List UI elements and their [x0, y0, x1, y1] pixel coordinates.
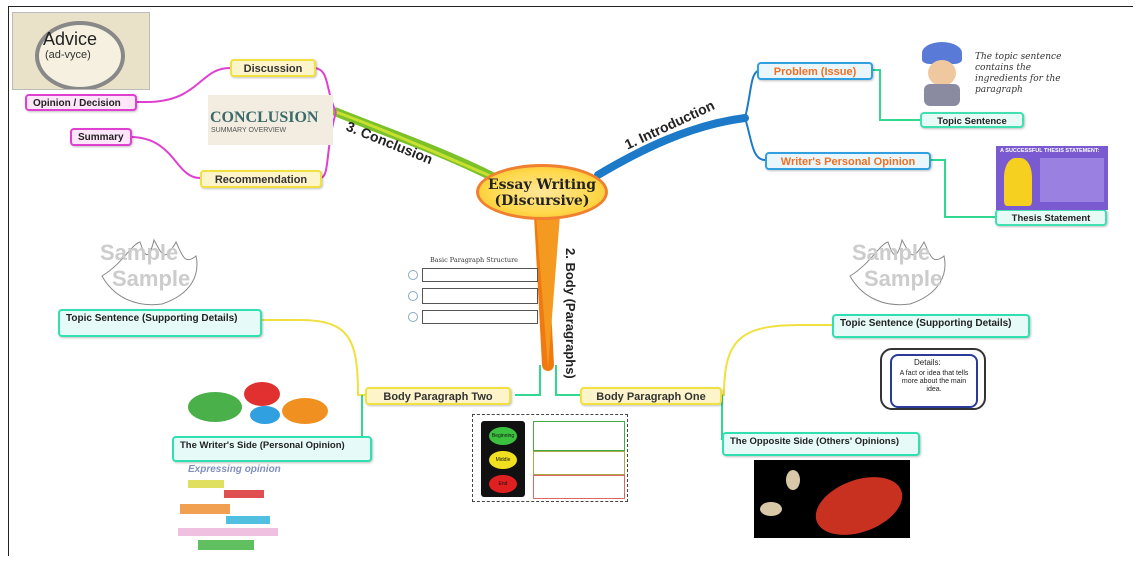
- expressing-opinion-image: Expressing opinion: [178, 464, 286, 556]
- central-topic-line1: Essay Writing: [487, 177, 597, 193]
- node-topic-sentence-right[interactable]: Topic Sentence (Supporting Details): [832, 314, 1030, 338]
- central-topic-line2: (Discursive): [494, 193, 590, 209]
- watermark-left-1: Sample: [100, 240, 179, 265]
- paragraph-structure-image: Basic Paragraph Structure: [404, 254, 538, 326]
- paragraph-structure-title: Basic Paragraph Structure: [430, 256, 519, 264]
- conclusion-branch-accent: [335, 110, 496, 180]
- node-discussion[interactable]: Discussion: [230, 59, 316, 77]
- node-opposite-side[interactable]: The Opposite Side (Others' Opinions): [722, 432, 920, 456]
- conclusion-image-title: CONCLUSION: [210, 109, 319, 126]
- node-topic-sentence[interactable]: Topic Sentence: [920, 112, 1024, 128]
- thesis-card-image: A SUCCESSFUL THESIS STATEMENT:: [996, 146, 1108, 210]
- node-writers-side[interactable]: The Writer's Side (Personal Opinion): [172, 436, 372, 462]
- node-opinion-decision[interactable]: Opinion / Decision: [25, 94, 137, 111]
- cartoon-image: [914, 40, 974, 110]
- node-recommendation[interactable]: Recommendation: [200, 170, 322, 188]
- conclusion-image: CONCLUSION SUMMARY OVERVIEW: [208, 95, 333, 145]
- node-body-paragraph-two[interactable]: Body Paragraph Two: [365, 387, 511, 405]
- node-problem-issue[interactable]: Problem (Issue): [757, 62, 873, 80]
- node-body-paragraph-one[interactable]: Body Paragraph One: [580, 387, 722, 405]
- conclusion-image-subtitle: SUMMARY OVERVIEW: [211, 127, 287, 134]
- hand-diagram-left: Sample Sample: [92, 234, 222, 310]
- node-writers-personal-opinion[interactable]: Writer's Personal Opinion: [765, 152, 931, 170]
- introduction-branch: [594, 114, 749, 179]
- node-thesis-statement[interactable]: Thesis Statement: [995, 209, 1107, 226]
- node-summary[interactable]: Summary: [70, 128, 132, 146]
- details-text: A fact or idea that tells more about the…: [899, 370, 969, 393]
- advice-phonetic: (ad-vyce): [45, 49, 91, 61]
- advice-word: Advice: [43, 29, 98, 49]
- hand-diagram-right: Sample Sample: [840, 234, 970, 310]
- traffic-light-image: Beginning Middle End: [472, 414, 628, 502]
- watermark-right-1: Sample: [852, 240, 931, 265]
- advice-image: Advice (ad-vyce): [12, 12, 150, 90]
- ears-image: [754, 460, 910, 538]
- traffic-green: Beginning: [489, 427, 517, 445]
- details-title: Details:: [914, 358, 941, 367]
- traffic-yellow: Middle: [489, 451, 517, 469]
- canvas-frame: [8, 6, 1133, 556]
- branch-label-body[interactable]: 2. Body (Paragraphs): [563, 248, 578, 379]
- cartoon-caption: The topic sentence contains the ingredie…: [975, 52, 1062, 95]
- watermark-right-2: Sample: [864, 266, 943, 291]
- opinion-bubbles-image: [188, 378, 338, 434]
- expressing-opinion-title: Expressing opinion: [188, 464, 281, 475]
- watermark-left-2: Sample: [112, 266, 191, 291]
- node-topic-sentence-left[interactable]: Topic Sentence (Supporting Details): [58, 309, 262, 337]
- details-image: Details: A fact or idea that tells more …: [880, 348, 986, 410]
- thesis-card-title: A SUCCESSFUL THESIS STATEMENT:: [1000, 148, 1100, 154]
- traffic-red: End: [489, 475, 517, 493]
- central-topic[interactable]: Essay Writing (Discursive): [476, 164, 608, 220]
